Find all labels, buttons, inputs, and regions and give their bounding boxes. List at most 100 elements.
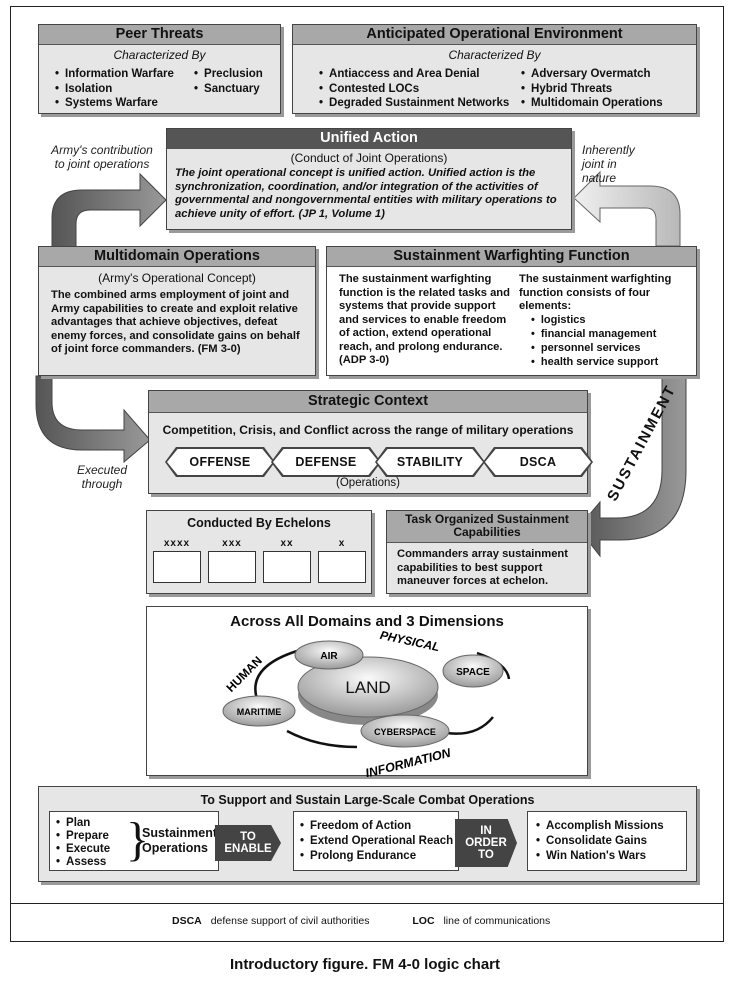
to-enable-line-2: ENABLE bbox=[224, 843, 272, 855]
legend: DSCA defense support of civil authoritie… bbox=[172, 915, 550, 927]
cyber-disc bbox=[360, 714, 450, 748]
step-execute: Execute bbox=[56, 843, 110, 856]
domains-box: Across All Domains and 3 Dimensions LAND… bbox=[146, 606, 588, 777]
land-label: LAND bbox=[345, 678, 390, 697]
domains-diagram: LAND AIR SPACE CYBERSPACE MARITIME PHYSI… bbox=[222, 628, 511, 777]
list-item: Degraded Sustainment Networks bbox=[319, 96, 509, 111]
enable-items: Freedom of Action Extend Operational Rea… bbox=[300, 819, 453, 864]
sustainment-ops-line-2: Operations bbox=[142, 841, 208, 855]
list-item: Sanctuary bbox=[194, 82, 263, 97]
maritime-label: MARITIME bbox=[237, 707, 282, 717]
air-label: AIR bbox=[320, 651, 338, 662]
cyber-label: CYBERSPACE bbox=[374, 727, 436, 737]
echelon-mark-brigade: xx bbox=[280, 538, 294, 549]
executed-through-label: Executed through bbox=[76, 463, 128, 491]
space-disc bbox=[442, 654, 504, 688]
list-item: Consolidate Gains bbox=[536, 834, 664, 849]
strategic-context-title: Strategic Context bbox=[149, 391, 587, 413]
strategic-context-box: Strategic Context Competition, Crisis, a… bbox=[148, 390, 593, 494]
op-stability: STABILITY bbox=[377, 449, 483, 475]
peer-threats-box: Peer Threats Characterized By Informatio… bbox=[38, 24, 281, 114]
swf-left-text: The sustainment warfighting function is … bbox=[339, 273, 510, 366]
arrow-executed-through bbox=[35, 375, 151, 464]
peer-threats-list-1: Information Warfare Isolation Systems Wa… bbox=[55, 67, 174, 111]
mdo-text: The combined arms employment of joint an… bbox=[51, 289, 300, 355]
legend-dsca-abbr: DSCA bbox=[172, 915, 202, 927]
arrow-sustainment bbox=[577, 375, 687, 558]
unified-action-title: Unified Action bbox=[167, 129, 571, 149]
mdo-box: Multidomain Operations (Army's Operation… bbox=[38, 246, 316, 376]
aoe-title: Anticipated Operational Environment bbox=[293, 25, 696, 45]
list-item: Accomplish Missions bbox=[536, 819, 664, 834]
list-item: Information Warfare bbox=[55, 67, 174, 82]
process-steps: Plan Prepare Execute Assess bbox=[56, 817, 110, 869]
air-disc bbox=[294, 640, 364, 670]
unified-action-text: The joint operational concept is unified… bbox=[175, 167, 557, 220]
list-item: Freedom of Action bbox=[300, 819, 453, 834]
sustainment-ops-label: Sustainment Operations bbox=[142, 826, 217, 856]
list-item: logistics bbox=[531, 313, 658, 327]
to-enable-arrow: TO ENABLE bbox=[215, 825, 281, 861]
swf-elements: logistics financial management personnel… bbox=[531, 313, 658, 369]
peer-threats-subtitle: Characterized By bbox=[113, 48, 206, 62]
legend-loc-def: line of communications bbox=[443, 915, 551, 927]
lsco-enable-box: Freedom of Action Extend Operational Rea… bbox=[293, 811, 459, 871]
list-item: Antiaccess and Area Denial bbox=[319, 67, 509, 82]
list-item: Multidomain Operations bbox=[521, 96, 663, 111]
outcome-items: Accomplish Missions Consolidate Gains Wi… bbox=[536, 819, 664, 864]
list-item: financial management bbox=[531, 327, 658, 341]
op-offense: OFFENSE bbox=[167, 449, 273, 475]
list-item: Prolong Endurance bbox=[300, 849, 453, 864]
arrow-inherently-joint bbox=[573, 170, 681, 247]
information-label: INFORMATION bbox=[364, 746, 453, 777]
lsco-box: To Support and Sustain Large-Scale Comba… bbox=[38, 786, 697, 882]
swf-box: Sustainment Warfighting Function The sus… bbox=[326, 246, 697, 376]
legend-dsca-def: defense support of civil authorities bbox=[210, 915, 370, 927]
operations-label: (Operations) bbox=[336, 477, 400, 489]
op-dsca: DSCA bbox=[485, 449, 591, 475]
echelon-box-division bbox=[208, 551, 256, 583]
lsco-sustainment-box: Plan Prepare Execute Assess } Sustainmen… bbox=[49, 811, 219, 871]
list-item: Preclusion bbox=[194, 67, 263, 82]
cycle-arrow bbox=[446, 716, 494, 735]
aoe-list-2: Adversary Overmatch Hybrid Threats Multi… bbox=[521, 67, 663, 111]
list-item: Hybrid Threats bbox=[521, 82, 663, 97]
space-label: SPACE bbox=[456, 667, 490, 678]
maritime-disc bbox=[222, 695, 296, 727]
echelon-mark-battalion: x bbox=[338, 538, 346, 549]
brace: } bbox=[126, 813, 150, 866]
swf-title: Sustainment Warfighting Function bbox=[327, 247, 696, 267]
army-contribution-label: Army's contribution to joint operations bbox=[51, 143, 153, 171]
echelon-box-battalion bbox=[318, 551, 366, 583]
inherently-joint-label: Inherently joint in nature bbox=[582, 143, 635, 185]
peer-threats-list-2: Preclusion Sanctuary bbox=[194, 67, 263, 96]
list-item: health service support bbox=[531, 355, 658, 369]
lsco-title: To Support and Sustain Large-Scale Comba… bbox=[200, 793, 535, 807]
in-order-to-line-3: TO bbox=[478, 849, 494, 861]
aoe-list-1: Antiaccess and Area Denial Contested LOC… bbox=[319, 67, 509, 111]
in-order-to-arrow: IN ORDER TO bbox=[455, 819, 517, 867]
echelon-mark-division: xxx bbox=[222, 538, 242, 549]
cycle-arrow bbox=[286, 729, 358, 749]
echelons-box: Conducted By Echelons xxxx xxx xx x bbox=[146, 510, 372, 594]
to-enable-line-1: TO bbox=[240, 831, 256, 843]
sustainment-ops-line-1: Sustainment bbox=[142, 826, 218, 840]
op-defense: DEFENSE bbox=[273, 449, 379, 475]
step-assess: Assess bbox=[56, 856, 110, 869]
unified-action-subtitle: (Conduct of Joint Operations) bbox=[290, 151, 448, 165]
domains-title: Across All Domains and 3 Dimensions bbox=[230, 613, 504, 630]
swf-right-intro: The sustainment warfighting function con… bbox=[519, 273, 672, 312]
in-order-to-line-1: IN bbox=[480, 825, 492, 837]
task-organized-box: Task Organized Sustainment Capabilities … bbox=[386, 510, 588, 594]
list-item: Isolation bbox=[55, 82, 174, 97]
physical-label: PHYSICAL bbox=[379, 628, 441, 654]
cycle-arrow bbox=[254, 649, 298, 700]
echelon-mark-corps: xxxx bbox=[163, 538, 191, 549]
legend-loc-abbr: LOC bbox=[412, 915, 435, 927]
list-item: Contested LOCs bbox=[319, 82, 509, 97]
legend-divider bbox=[10, 903, 724, 904]
step-plan: Plan bbox=[56, 817, 110, 830]
echelon-box-corps bbox=[153, 551, 201, 583]
mdo-subtitle: (Army's Operational Concept) bbox=[98, 271, 256, 285]
